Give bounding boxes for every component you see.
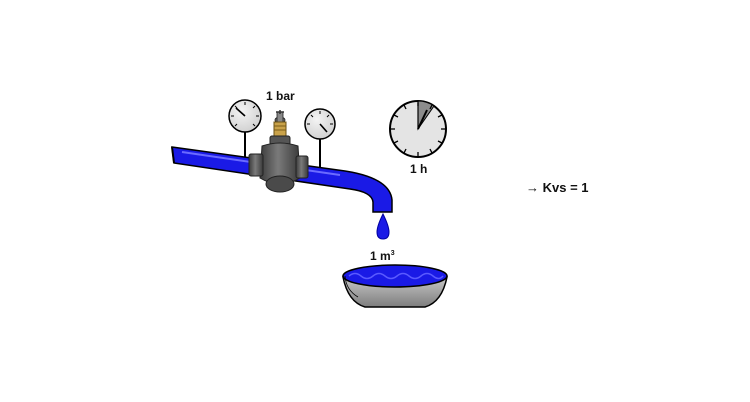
pressure-gauge-icon — [304, 108, 336, 140]
valve-icon — [248, 110, 309, 193]
time-label: 1 h — [410, 162, 427, 176]
water-drop-icon — [376, 212, 390, 240]
volume-exponent: 3 — [391, 250, 395, 257]
pressure-label: 1 bar — [266, 89, 295, 103]
clock-icon — [389, 100, 447, 158]
kvs-result-label: → Kvs = 1 — [526, 180, 589, 195]
pressure-gauge-icon — [228, 99, 262, 133]
volume-value: 1 m — [370, 249, 391, 263]
basin-icon — [342, 264, 448, 308]
volume-label: 1 m3 — [370, 249, 395, 263]
